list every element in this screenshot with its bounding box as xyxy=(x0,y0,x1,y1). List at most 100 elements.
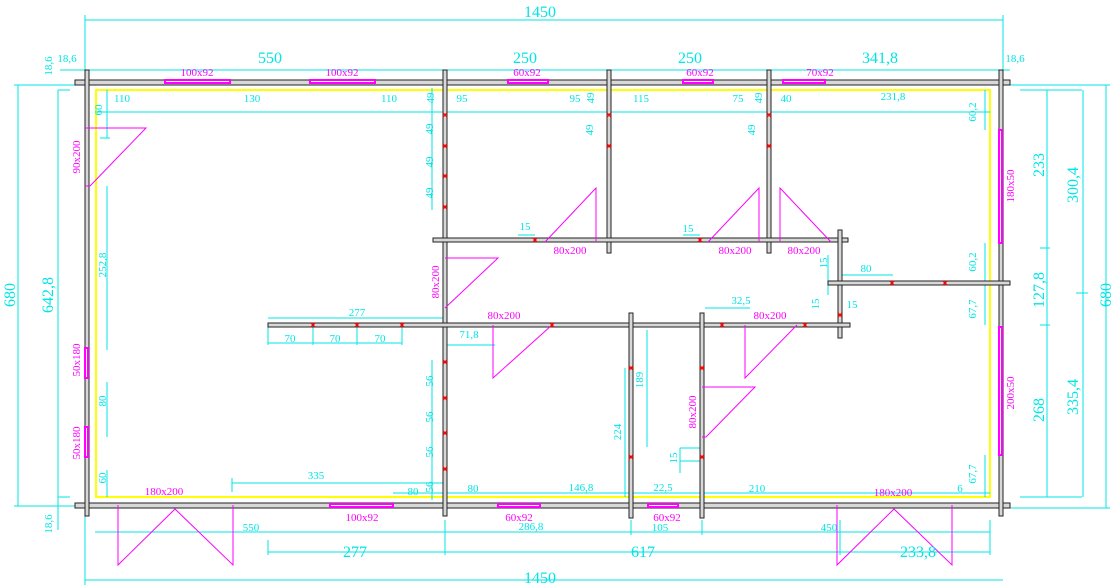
wall-right xyxy=(998,69,1004,517)
door-label: 80x200 xyxy=(788,245,822,257)
dim-label: 70 xyxy=(285,333,297,345)
dim-label: 70 xyxy=(375,333,387,345)
window-label: 100x92 xyxy=(181,67,214,79)
dim-label: 110 xyxy=(114,93,131,105)
door-swing xyxy=(85,127,148,187)
door-label: 80x200 xyxy=(754,310,788,322)
dim-label: 341,8 xyxy=(862,50,898,67)
wall-partition xyxy=(606,69,612,254)
walls xyxy=(74,69,1011,519)
dim-label: 32,5 xyxy=(731,295,751,307)
wall-bottom xyxy=(74,502,1011,509)
detail-dimension-labels: 18,6 18,6 18,6 18,6 110 130 110 49 95 95… xyxy=(43,53,1025,534)
window-label: 100x92 xyxy=(326,67,359,79)
dim-label: 224 xyxy=(612,423,624,440)
dim-label: 250 xyxy=(513,50,537,67)
dim-label: 49 xyxy=(425,92,437,104)
dim-label: 18,6 xyxy=(43,56,55,76)
window xyxy=(647,503,679,508)
windows xyxy=(84,79,1003,508)
dim-label: 56 xyxy=(424,446,436,458)
door-swing xyxy=(707,186,760,243)
door-label: 80x200 xyxy=(430,265,442,299)
dim-label: 617 xyxy=(631,544,655,561)
dim-label: 15 xyxy=(810,298,822,310)
window-label: 100x92 xyxy=(346,512,379,524)
door-label: 80x200 xyxy=(488,310,522,322)
dim-label: 550 xyxy=(258,50,282,67)
window-label: 50x180 xyxy=(71,426,83,460)
door-swing xyxy=(744,324,798,380)
dim-label: 75 xyxy=(733,93,745,105)
wall-partition xyxy=(442,69,448,517)
dim-label: 67,7 xyxy=(967,464,979,484)
door-swing xyxy=(544,186,597,243)
dim-label: 335 xyxy=(308,470,325,482)
dim-label: 680 xyxy=(2,283,19,307)
dim-label: 450 xyxy=(821,522,838,534)
window-label: 70x92 xyxy=(806,67,834,79)
dim-label: 70 xyxy=(330,333,342,345)
window-label: 60x92 xyxy=(653,512,681,524)
dim-label: 127,8 xyxy=(1031,272,1048,308)
dim-label: 250 xyxy=(678,50,702,67)
dimension-lines xyxy=(14,15,1110,585)
window-label: 180x50 xyxy=(1005,169,1017,203)
dim-label: 15 xyxy=(683,223,695,235)
door-label: 80x200 xyxy=(687,395,699,429)
window xyxy=(309,79,376,84)
dim-label: 130 xyxy=(244,93,261,105)
window xyxy=(998,129,1003,244)
dim-label: 95 xyxy=(457,93,469,105)
wall-partition xyxy=(766,69,772,254)
window xyxy=(682,79,714,84)
dim-label: 15 xyxy=(847,299,859,311)
door-swing xyxy=(492,324,553,380)
dim-label: 18,6 xyxy=(1005,53,1025,65)
dim-label: 60 xyxy=(93,104,105,116)
dim-label: 40 xyxy=(781,93,793,105)
dim-label: 49 xyxy=(584,124,596,136)
dim-label: 56 xyxy=(424,411,436,423)
window xyxy=(329,503,394,508)
window xyxy=(782,79,826,84)
entrance-door-right xyxy=(836,505,953,567)
window xyxy=(497,503,541,508)
window xyxy=(164,79,231,84)
dim-label: 18,6 xyxy=(43,514,55,534)
door-label: 80x200 xyxy=(719,245,753,257)
dim-label: 56 xyxy=(424,375,436,387)
dim-label: 233 xyxy=(1031,153,1048,177)
window-label: 200x50 xyxy=(1005,376,1017,410)
window-label: 60x92 xyxy=(505,512,533,524)
dim-label: 335,4 xyxy=(1065,379,1082,415)
window xyxy=(84,426,89,458)
dim-label: 286,8 xyxy=(519,521,544,533)
window xyxy=(998,326,1003,456)
dim-label: 115 xyxy=(633,93,650,105)
dim-label: 49 xyxy=(746,124,758,136)
window xyxy=(507,79,549,84)
wall-partition xyxy=(827,280,1011,286)
dim-label: 300,4 xyxy=(1065,167,1082,203)
doors xyxy=(85,127,953,567)
dim-label: 210 xyxy=(749,483,766,495)
dim-label: 49 xyxy=(585,92,597,104)
dim-label: 233,8 xyxy=(900,544,936,561)
dim-label: 80 xyxy=(97,395,109,407)
dim-label: 60,2 xyxy=(967,102,979,121)
dim-label: 277 xyxy=(349,307,366,319)
dim-label: 1450 xyxy=(524,570,556,587)
door-label: 80x200 xyxy=(554,245,588,257)
dim-label: 231,8 xyxy=(881,91,906,103)
window-label: 50x180 xyxy=(71,343,83,377)
door-label: 180x200 xyxy=(145,486,184,498)
dim-label: 80 xyxy=(468,483,480,495)
door-swing xyxy=(702,386,757,438)
dim-label: 49 xyxy=(424,187,436,199)
window-label: 60x92 xyxy=(686,67,714,79)
dim-label: 80 xyxy=(861,263,873,275)
dim-label: 22,5 xyxy=(653,482,673,494)
dim-label: 105 xyxy=(652,522,669,534)
